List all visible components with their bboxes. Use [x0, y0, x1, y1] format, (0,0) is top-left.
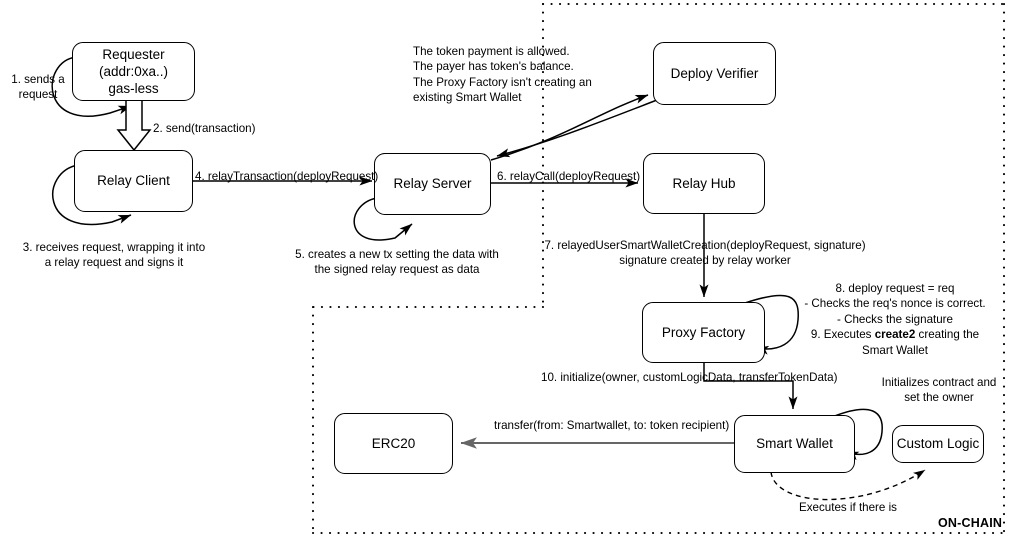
label-step-8-post: creating the Smart Wallet — [862, 328, 980, 357]
edge-relay-server-to-deploy-verifier — [490, 94, 649, 161]
node-relay-server[interactable]: Relay Server — [374, 153, 491, 215]
node-relay-hub[interactable]: Relay Hub — [643, 153, 765, 214]
edge-deploy-verifier-to-relay-server — [496, 99, 658, 158]
label-transfer: transfer(from: Smartwallet, to: token re… — [494, 419, 730, 432]
node-smart-wallet-label: Smart Wallet — [756, 436, 833, 452]
node-requester-line-1: Requester — [102, 46, 165, 62]
label-executes-if-there-is: Executes if there is — [799, 501, 897, 514]
edge-proxy-factory-self — [744, 294, 799, 355]
label-verifier-note: The token payment is allowed. The payer … — [413, 45, 592, 105]
node-requester-line-3: gas-less — [108, 81, 159, 97]
node-proxy-factory[interactable]: Proxy Factory — [642, 302, 765, 363]
edge-requester-to-relay-client — [116, 99, 152, 152]
label-step-4: 4. relayTransaction(deployRequest) — [195, 170, 379, 183]
label-step-7: 7. relayedUserSmartWalletCreation(deploy… — [544, 239, 866, 268]
node-erc20[interactable]: ERC20 — [334, 413, 453, 474]
node-relay-server-label: Relay Server — [393, 176, 472, 192]
label-step-2: 2. send(transaction) — [153, 122, 256, 135]
node-deploy-verifier[interactable]: Deploy Verifier — [653, 42, 776, 105]
edge-proxy-factory-to-smart-wallet — [703, 363, 798, 410]
label-step-8-pre: 8. deploy request = req - Checks the req… — [804, 282, 986, 342]
label-step-6: 6. relayCall(deployRequest) — [497, 170, 641, 183]
node-relay-client[interactable]: Relay Client — [74, 150, 193, 212]
label-on-chain: ON-CHAIN — [938, 516, 1003, 530]
label-step-8-create2: create2 — [874, 328, 916, 342]
node-smart-wallet[interactable]: Smart Wallet — [734, 415, 855, 473]
edge-smart-wallet-to-custom-logic — [770, 469, 926, 501]
onchain-boundary-upper — [311, 2, 1006, 535]
node-relay-client-label: Relay Client — [97, 173, 170, 189]
label-initializes-contract: Initializes contract and set the owner — [881, 376, 997, 405]
node-deploy-verifier-label: Deploy Verifier — [670, 65, 759, 81]
node-relay-hub-label: Relay Hub — [672, 175, 736, 191]
node-custom-logic[interactable]: Custom Logic — [892, 425, 984, 463]
label-step-3: 3. receives request, wrapping it into a … — [22, 241, 206, 270]
label-step-8-9: 8. deploy request = req - Checks the req… — [797, 281, 993, 358]
node-custom-logic-label: Custom Logic — [896, 436, 980, 452]
edge-relay-server-self — [353, 197, 413, 241]
node-erc20-label: ERC20 — [371, 435, 416, 451]
label-step-1: 1. sends a request — [11, 73, 65, 102]
label-step-5: 5. creates a new tx setting the data wit… — [295, 248, 499, 277]
node-requester[interactable]: Requester (addr:0xa..) gas-less — [72, 42, 195, 101]
node-requester-line-2: (addr:0xa..) — [98, 63, 169, 79]
edge-relay-client-self — [52, 164, 132, 225]
edge-requester-self — [51, 56, 132, 117]
label-step-10: 10. initialize(owner, customLogicData, t… — [541, 371, 838, 384]
node-proxy-factory-label: Proxy Factory — [661, 324, 746, 340]
edge-smart-wallet-self — [831, 408, 883, 461]
